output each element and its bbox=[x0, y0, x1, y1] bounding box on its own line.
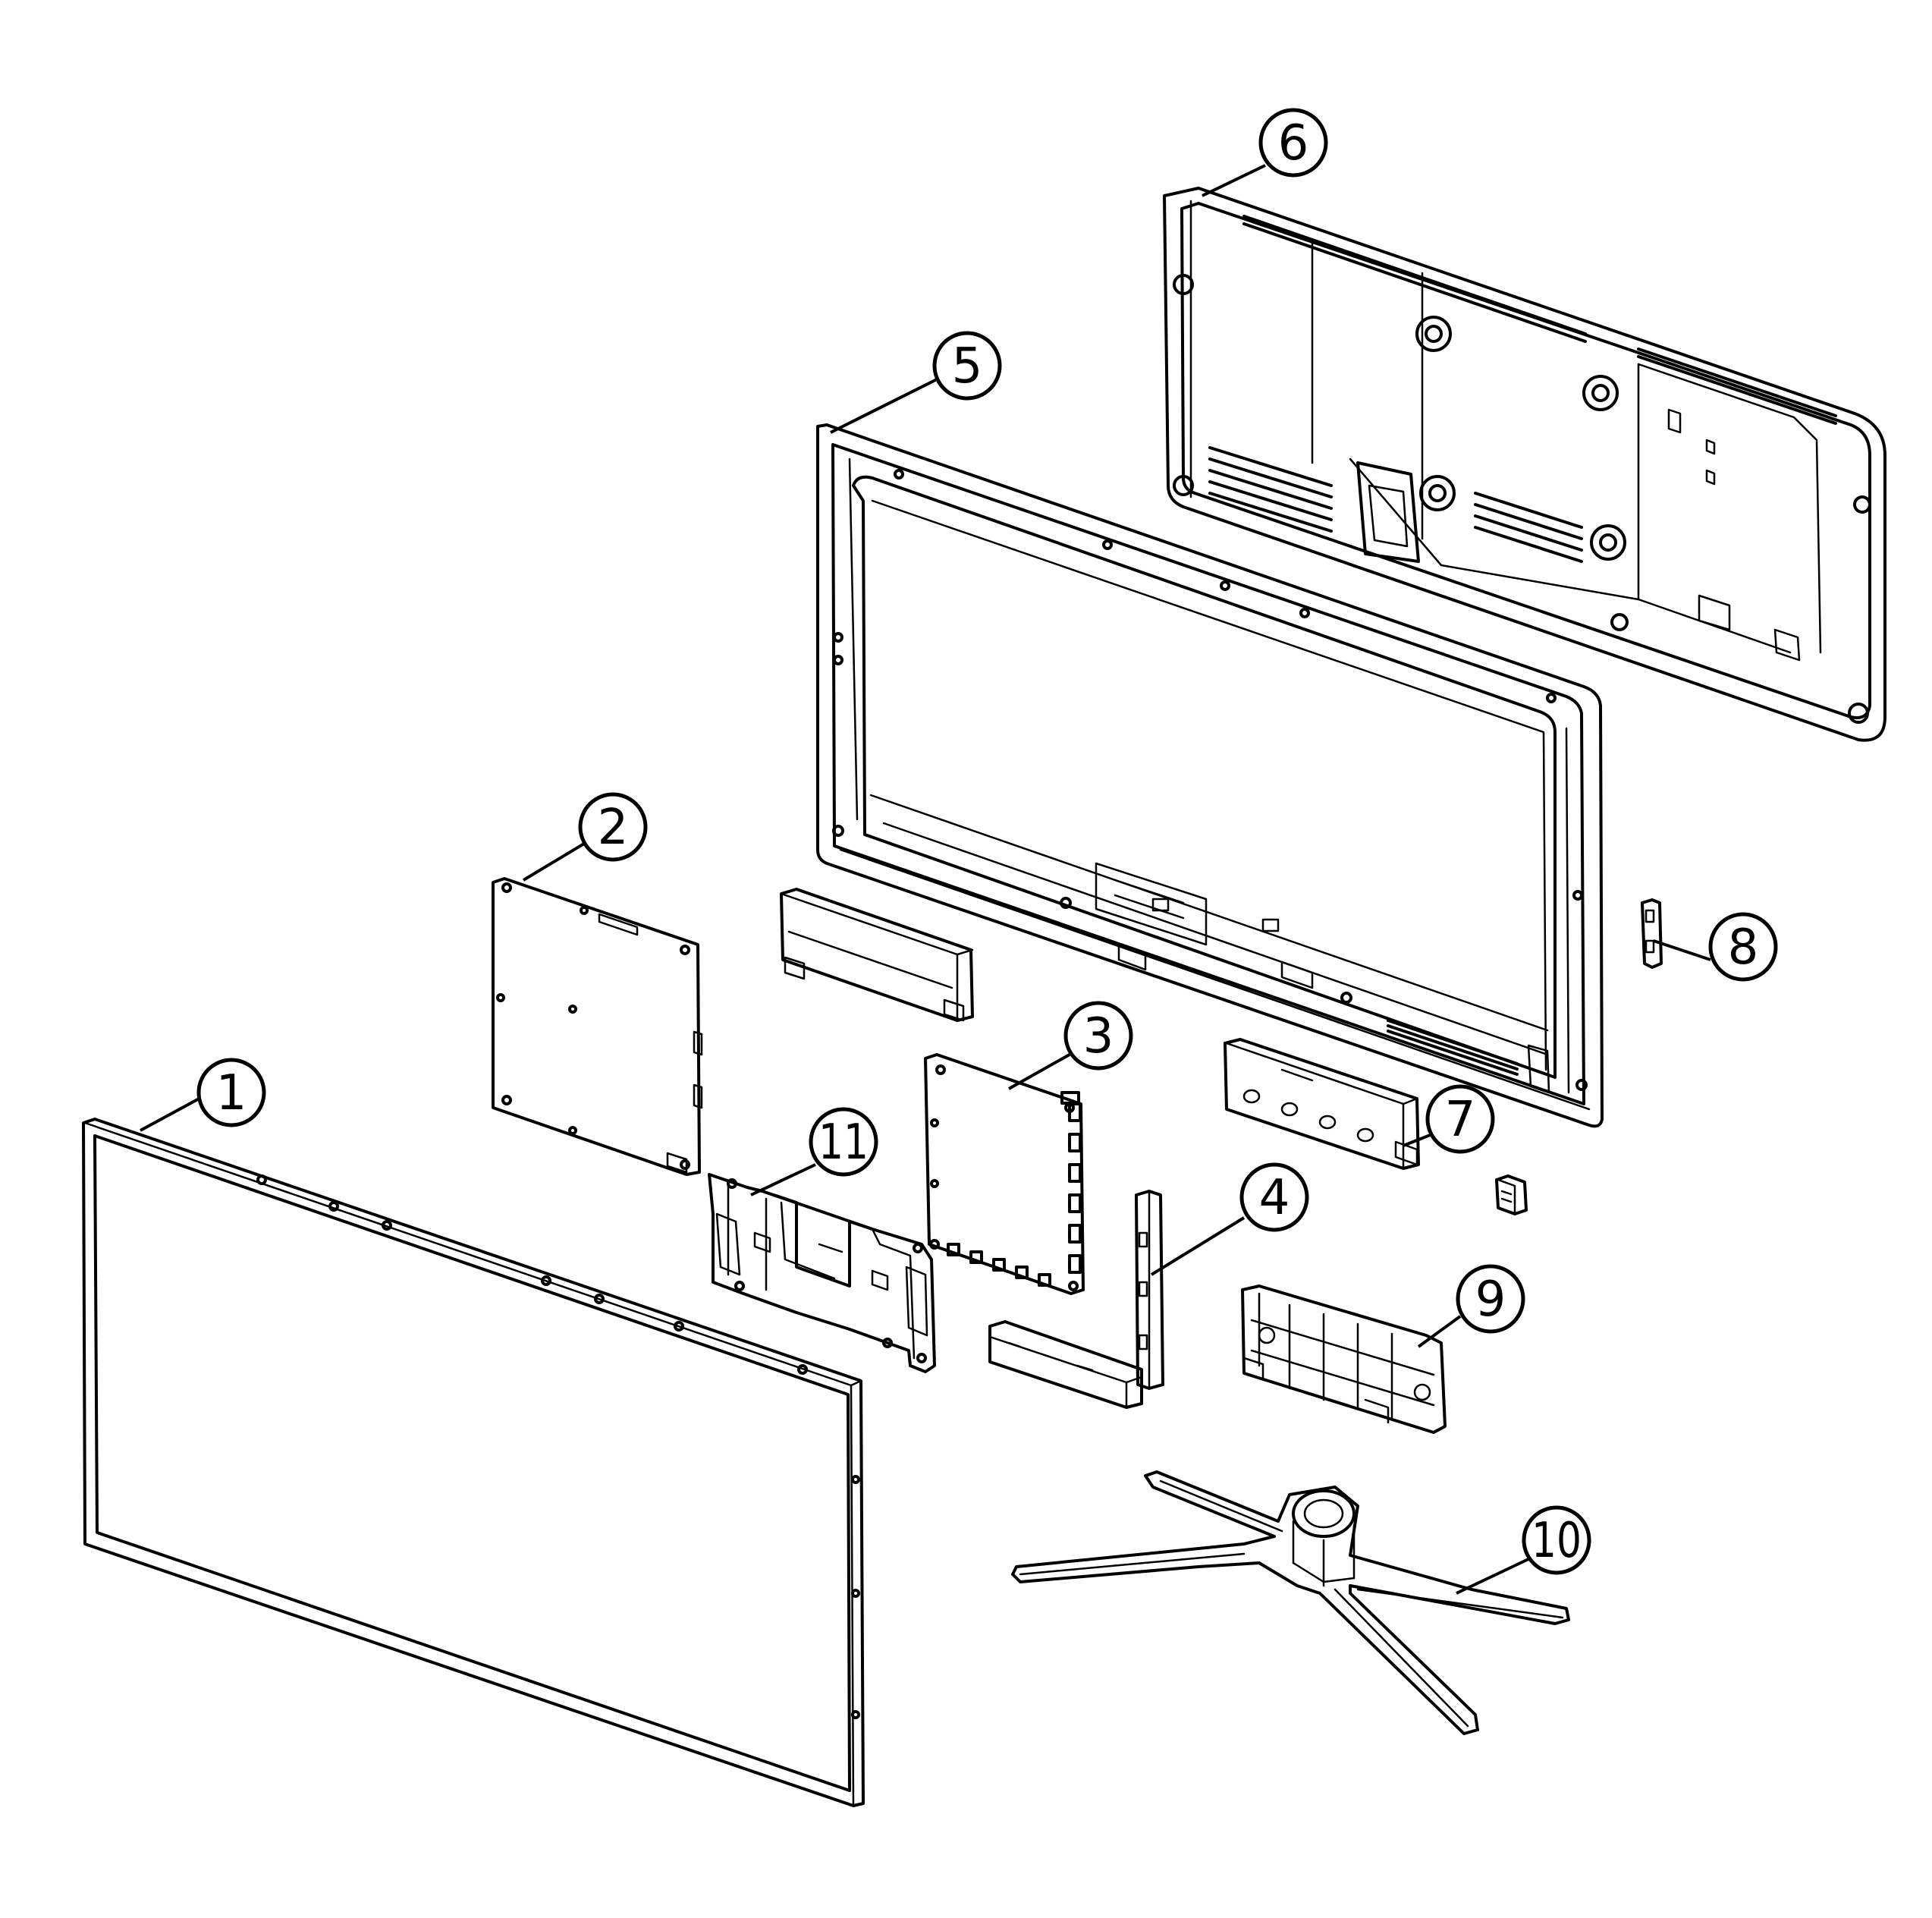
part-9-stand-cover bbox=[1241, 1284, 1447, 1434]
part-8-connector bbox=[1641, 898, 1663, 969]
callout-10: 10 bbox=[1522, 1505, 1591, 1575]
part-11-bracket bbox=[708, 1173, 936, 1373]
part-6-rear-cover bbox=[1163, 187, 1886, 742]
leader-1 bbox=[140, 1095, 204, 1132]
callout-label-11: 11 bbox=[818, 1115, 869, 1171]
callout-label-3: 3 bbox=[1083, 1008, 1114, 1064]
callout-label-2: 2 bbox=[598, 800, 629, 856]
leader-10 bbox=[1456, 1558, 1529, 1595]
leader-6 bbox=[1202, 164, 1266, 197]
speaker-left bbox=[780, 888, 974, 1022]
leader-7 bbox=[1403, 1133, 1433, 1147]
part-1-display-panel bbox=[82, 1118, 865, 1807]
leader-4 bbox=[1150, 1216, 1246, 1276]
callout-11: 11 bbox=[809, 1107, 878, 1177]
callout-label-9: 9 bbox=[1475, 1272, 1506, 1328]
leader-2 bbox=[522, 842, 586, 882]
callout-3: 3 bbox=[1063, 1001, 1133, 1071]
part-3-main-board bbox=[924, 1053, 1085, 1295]
callout-9: 9 bbox=[1456, 1264, 1525, 1334]
leader-11 bbox=[750, 1163, 816, 1196]
callout-label-8: 8 bbox=[1728, 920, 1759, 976]
callouts: 1 2 3 4 5 6 7 8 bbox=[196, 108, 1778, 1575]
part-5-middle-frame bbox=[816, 423, 1604, 1128]
callout-7: 7 bbox=[1425, 1084, 1495, 1154]
leader-9 bbox=[1417, 1315, 1462, 1348]
part-4-bracket bbox=[988, 1190, 1164, 1409]
callout-label-10: 10 bbox=[1531, 1513, 1582, 1569]
callout-label-4: 4 bbox=[1259, 1170, 1290, 1226]
callout-5: 5 bbox=[932, 331, 1002, 401]
callout-8: 8 bbox=[1708, 912, 1778, 982]
part-10-stand-base bbox=[1011, 1470, 1570, 1735]
callout-label-1: 1 bbox=[216, 1065, 247, 1121]
part-7-function-panel bbox=[1224, 1038, 1420, 1170]
callout-label-5: 5 bbox=[952, 338, 983, 395]
callout-6: 6 bbox=[1258, 108, 1328, 178]
callout-2: 2 bbox=[578, 792, 648, 862]
callout-label-7: 7 bbox=[1445, 1092, 1476, 1148]
callout-1: 1 bbox=[196, 1058, 266, 1127]
callout-4: 4 bbox=[1239, 1162, 1309, 1232]
leader-8 bbox=[1653, 939, 1711, 961]
callout-label-6: 6 bbox=[1278, 115, 1309, 171]
leader-3 bbox=[1008, 1053, 1070, 1090]
part-2-power-board bbox=[492, 877, 703, 1176]
leader-5 bbox=[830, 378, 938, 434]
ir-sensor bbox=[1495, 1174, 1528, 1215]
leader-lines bbox=[140, 164, 1711, 1595]
